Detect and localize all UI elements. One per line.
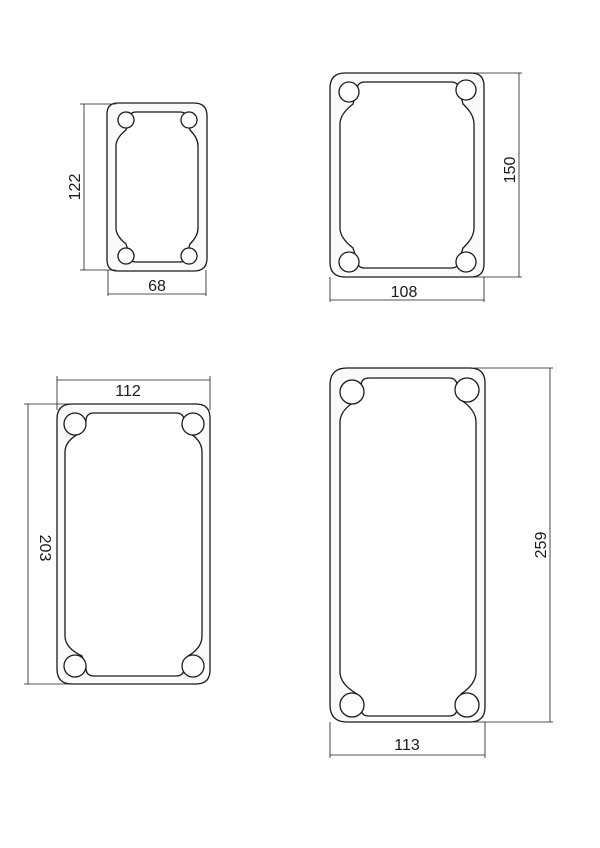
bore-bottom-left xyxy=(338,251,360,273)
width-label: 113 xyxy=(394,737,420,754)
bore-bottom-right xyxy=(455,251,477,273)
bore-bottom-left xyxy=(117,247,135,265)
bore-top-left xyxy=(338,81,360,103)
profile-cavity xyxy=(339,377,477,717)
width-label: 68 xyxy=(148,278,166,295)
profile-cavity xyxy=(115,111,199,263)
width-label: 108 xyxy=(391,284,418,301)
bore-top-left xyxy=(63,412,87,436)
profile-68x122: 122 68 xyxy=(67,102,208,296)
height-label: 122 xyxy=(67,174,84,201)
bore-top-right xyxy=(455,79,477,101)
profile-112x203: 203 112 xyxy=(24,376,211,685)
bore-top-right xyxy=(180,111,198,129)
profile-108x150: 150 108 xyxy=(329,72,522,302)
bore-bottom-left xyxy=(339,692,365,718)
height-label: 203 xyxy=(36,535,53,562)
width-label: 112 xyxy=(115,383,141,400)
bore-bottom-right xyxy=(181,654,205,678)
bore-bottom-left xyxy=(63,654,87,678)
profile-cavity xyxy=(339,81,475,269)
bore-top-right xyxy=(454,377,480,403)
bore-top-left xyxy=(117,111,135,129)
height-label: 259 xyxy=(533,532,550,559)
profile-113x259: 259 113 xyxy=(329,367,553,758)
height-label: 150 xyxy=(502,157,519,184)
profile-cavity xyxy=(64,412,203,677)
bore-bottom-right xyxy=(180,247,198,265)
bore-top-left xyxy=(339,379,365,405)
bore-bottom-right xyxy=(454,692,480,718)
bore-top-right xyxy=(181,412,205,436)
